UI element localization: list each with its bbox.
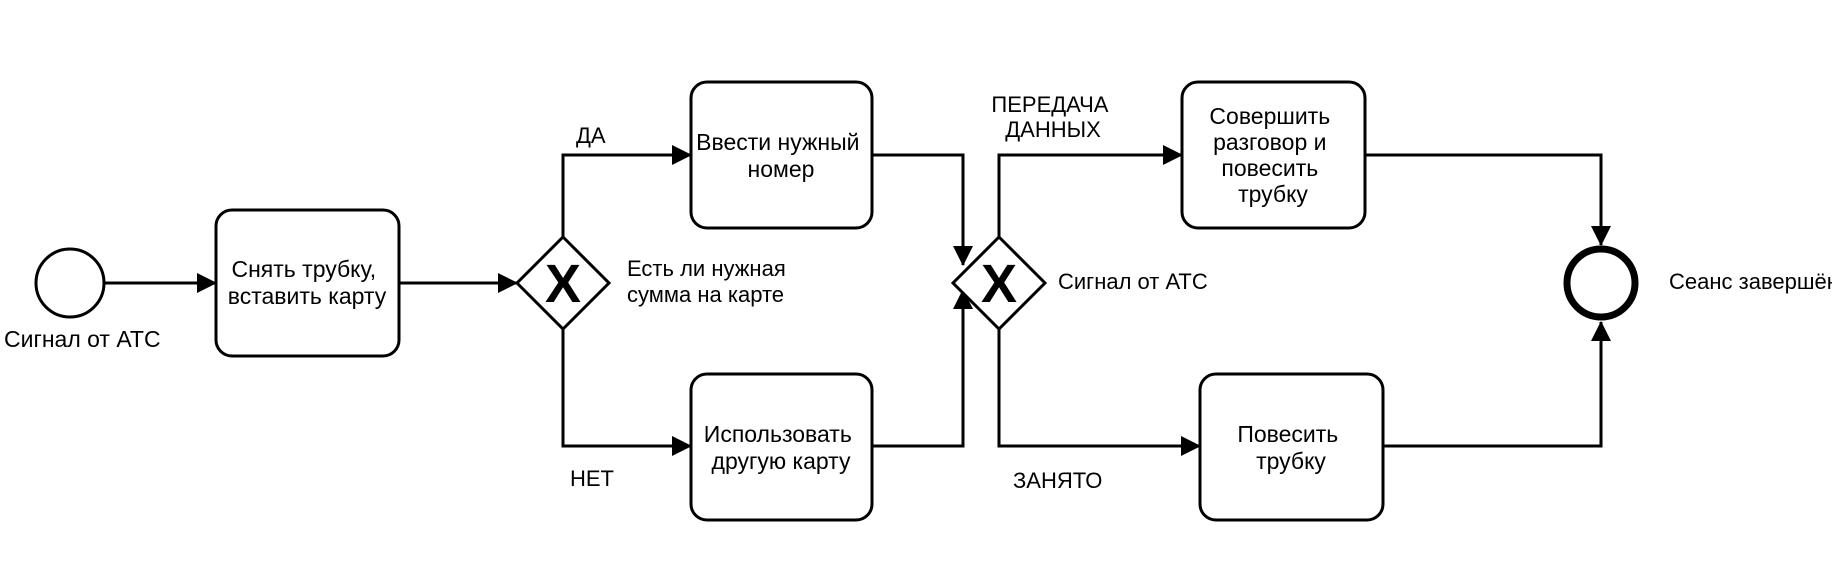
task-hang-up-line-1: Повесить [1237,421,1338,447]
task-enter-number [689,80,874,230]
task-talk-line-1: Совершить [1209,103,1330,129]
svg-text:Совершить разговор и п: Совершить разговор и повесить трубку [1209,103,1336,207]
gateway-balance-label-line-2: сумма на карте [627,282,784,307]
task-other-card [689,372,874,522]
flow-busy-label: ЗАНЯТО [1013,468,1102,493]
gateway-signal [950,234,1048,332]
end-event-label: Сеанс завершён [1669,269,1832,294]
svg-text:Ввести нужный номер: Ввести нужный номер [696,129,866,182]
flow-data-label-line-2: ДАННЫХ [1005,117,1101,142]
flow-hangup-to-end [1383,321,1611,448]
flow-busy [997,329,1201,456]
flow-yes [561,145,692,237]
flow-yes-label: ДА [576,123,606,148]
task-talk [1180,80,1367,230]
gateway-balance [514,234,612,332]
flow-no [561,329,692,456]
svg-text:Снять трубку, вставить кар: Снять трубку, вставить карту [228,256,387,309]
svg-text:Использовать другую карту: Использовать другую карту [704,421,858,474]
flow-no-label: НЕТ [570,466,614,491]
task-enter-number-line-2: номер [748,156,815,182]
task-take-receiver-line-1: Снять трубку, [232,256,377,282]
task-talk-line-3: повесить [1221,155,1318,181]
flow-data-label-line-1: ПЕРЕДАЧА [991,92,1108,117]
flow-talk-to-end [1365,153,1611,246]
svg-text:ПЕРЕДАЧА ДАННЫХ: ПЕРЕДАЧА ДАННЫХ [991,92,1114,142]
gateway-signal-label: Сигнал от АТС [1058,269,1208,294]
task-hang-up [1198,372,1385,522]
start-event [34,247,106,319]
flow-enter-number-to-gateway [872,153,973,266]
task-talk-line-4: трубку [1238,181,1308,207]
task-other-card-line-2: другую карту [712,448,851,474]
task-talk-line-2: разговор и [1213,129,1326,155]
gateway-balance-label-line-1: Есть ли нужная [627,256,786,281]
svg-text:Есть ли нужная сумма на ка: Есть ли нужная сумма на карте [627,256,792,307]
task-take-receiver [214,208,401,358]
end-event [1563,245,1639,321]
task-take-receiver-line-2: вставить карту [228,283,387,309]
gateway-balance-x: X [545,254,581,314]
flow-other-card-to-gateway [872,289,973,448]
flow-data-transfer [997,145,1183,237]
start-event-label: Сигнал от АТС [4,326,161,352]
svg-text:Повесить трубку: Повесить трубку [1237,421,1344,474]
gateway-signal-x: X [981,254,1017,314]
task-enter-number-line-1: Ввести нужный [696,129,859,155]
task-other-card-line-1: Использовать [704,421,852,447]
task-hang-up-line-2: трубку [1256,448,1326,474]
